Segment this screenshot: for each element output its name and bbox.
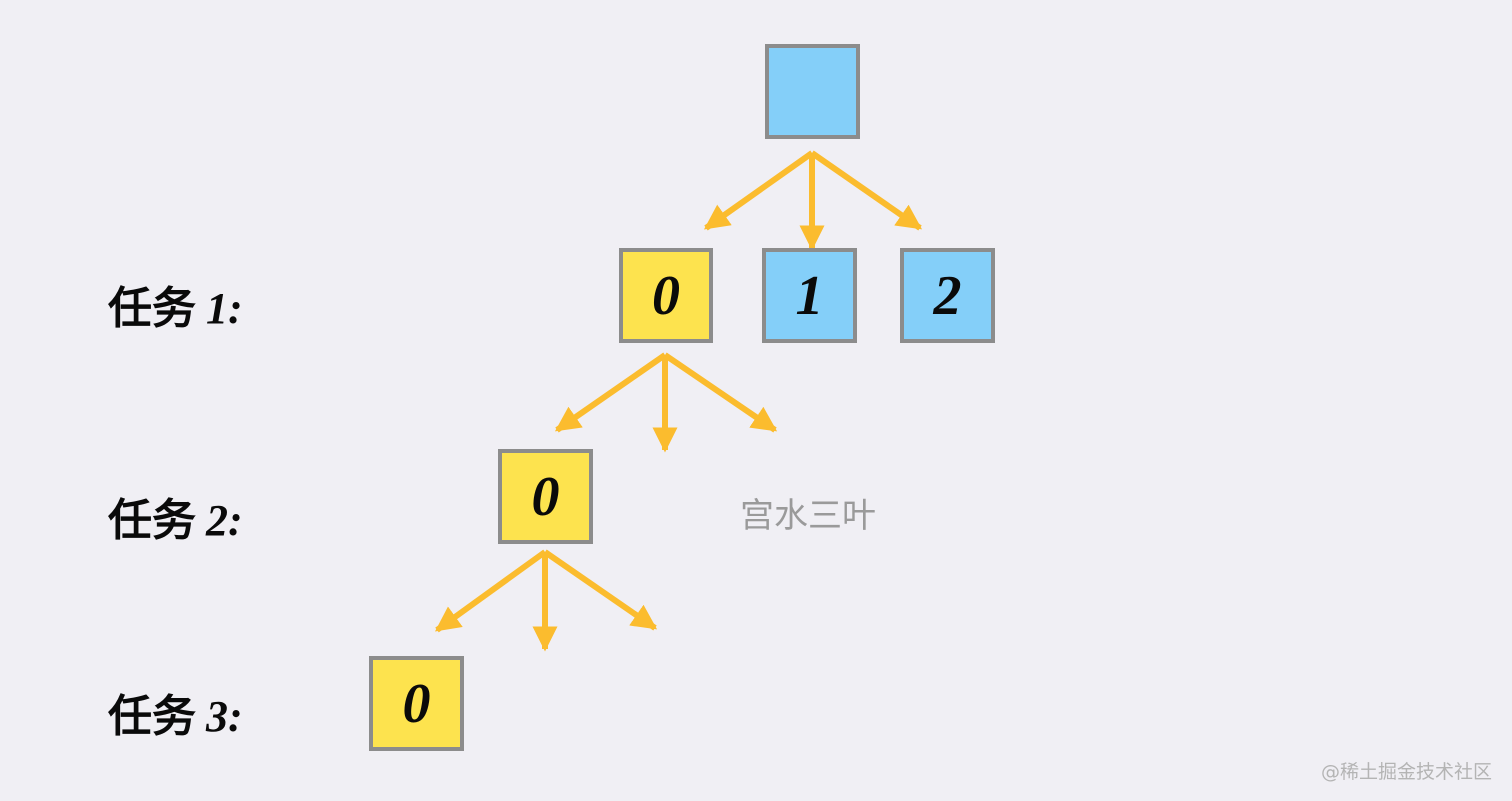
arrow-l2-right bbox=[543, 549, 658, 631]
level2-node-0-label: 0 bbox=[531, 465, 560, 528]
task-label-2-number: 2: bbox=[206, 496, 243, 545]
task-label-3-prefix: 任务 bbox=[108, 691, 196, 742]
watermark-text: 宫水三叶 bbox=[740, 496, 876, 536]
level3-node-0: 0 bbox=[369, 656, 464, 751]
task-label-2-prefix: 任务 bbox=[108, 495, 196, 546]
arrow-root-left bbox=[703, 150, 814, 231]
level2-branch-arrows bbox=[434, 549, 658, 652]
level3-node-0-label: 0 bbox=[402, 672, 431, 735]
level1-node-0-label: 0 bbox=[652, 264, 680, 327]
task-label-3-number: 3: bbox=[206, 692, 243, 741]
arrow-l2-left bbox=[434, 549, 547, 633]
level1-node-0: 0 bbox=[619, 248, 713, 343]
level1-node-1: 1 bbox=[762, 248, 857, 343]
task-label-1-prefix: 任务 bbox=[108, 283, 196, 334]
level1-branch-arrows bbox=[554, 352, 778, 453]
arrow-l1-left bbox=[554, 352, 667, 433]
level1-node-2-label: 2 bbox=[933, 264, 962, 327]
level1-node-2: 2 bbox=[900, 248, 995, 343]
level1-node-1-label: 1 bbox=[795, 264, 824, 327]
arrow-root-right bbox=[810, 150, 923, 231]
site-credit: @稀土掘金技术社区 bbox=[1320, 761, 1492, 783]
root-node bbox=[765, 44, 860, 139]
task-label-1-number: 1: bbox=[206, 284, 243, 333]
arrow-l1-right bbox=[663, 352, 778, 433]
level2-node-0: 0 bbox=[498, 449, 593, 544]
root-branch-arrows bbox=[703, 150, 923, 251]
